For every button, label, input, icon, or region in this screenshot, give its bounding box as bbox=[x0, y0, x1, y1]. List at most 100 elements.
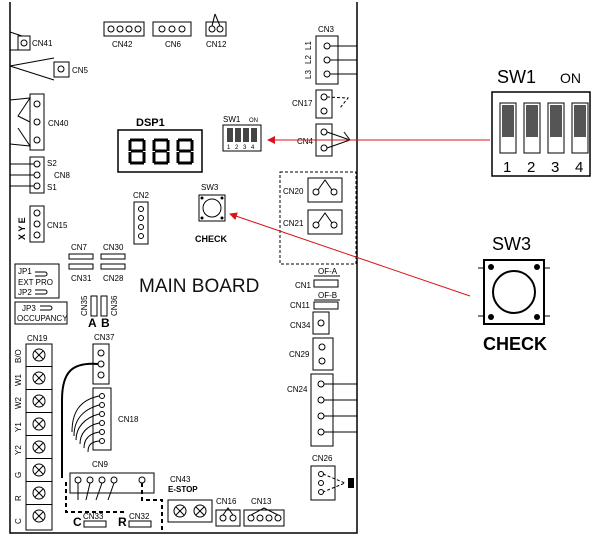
terminal-label: W2 bbox=[14, 396, 23, 409]
sw1-small-pos-2: 2 bbox=[235, 145, 239, 151]
connector-cn33: C CN33 bbox=[73, 512, 107, 529]
connector-cn16: CN16 bbox=[215, 497, 241, 527]
cn33-label: CN33 bbox=[83, 512, 104, 521]
connector-cn9: CN9 bbox=[65, 460, 163, 530]
cn6-label: CN6 bbox=[165, 40, 182, 49]
ext-pro-label: EXT PRO bbox=[18, 278, 53, 287]
board-outline bbox=[9, 2, 358, 534]
jp2-label: JP2 bbox=[18, 288, 32, 297]
terminal-label: C bbox=[14, 518, 23, 524]
connector-cn6: CN6 bbox=[152, 21, 192, 49]
sw1-detail-label: SW1 bbox=[497, 67, 536, 87]
terminal-strip-cn19: CN19 bbox=[25, 334, 53, 531]
cn20-label: CN20 bbox=[283, 187, 304, 196]
sw1-detail-pos-1: 1 bbox=[503, 159, 511, 176]
cn35-label: CN35 bbox=[80, 295, 89, 316]
terminal-screw bbox=[26, 440, 52, 459]
terminal-label: G bbox=[14, 472, 23, 478]
connector-cn11: OF-B CN11 bbox=[290, 291, 340, 310]
terminal-screw bbox=[26, 486, 52, 505]
sw3-small-label: SW3 bbox=[201, 183, 219, 192]
connector-cn1: OF-A CN1 bbox=[295, 267, 340, 290]
cn41-label: CN41 bbox=[32, 39, 53, 48]
sw1-detail-pos-4: 4 bbox=[575, 159, 583, 176]
sw1-detail-pos-2: 2 bbox=[527, 159, 535, 176]
terminal-label: Y1 bbox=[14, 422, 23, 432]
connector-cn26: CN26 bbox=[310, 454, 354, 501]
connector-cn18: CN18 bbox=[71, 387, 139, 453]
terminal-screw bbox=[26, 348, 52, 367]
cn31-label: CN31 bbox=[71, 274, 92, 283]
connector-cn17: CN17 bbox=[292, 89, 350, 119]
ofa-label: OF-A bbox=[318, 267, 338, 276]
connector-cn42: CN42 bbox=[103, 21, 145, 49]
occupancy-label: OCCUPANCY bbox=[17, 314, 68, 323]
cn19-label: CN19 bbox=[27, 334, 48, 343]
cn3-label: CN3 bbox=[318, 25, 335, 34]
sw1-detail-on-label: ON bbox=[560, 70, 581, 86]
terminal-screw bbox=[26, 394, 52, 413]
terminal-screw bbox=[26, 371, 52, 390]
sw1-switch-small: SW1 ON 1 2 3 4 bbox=[222, 115, 262, 152]
cn12-label: CN12 bbox=[206, 40, 227, 49]
ofb-label: OF-B bbox=[318, 291, 337, 300]
jp3-label: JP3 bbox=[22, 304, 36, 313]
cn2-label: CN2 bbox=[133, 191, 150, 200]
connector-cn12: CN12 bbox=[205, 13, 227, 49]
a-label: A bbox=[88, 316, 97, 330]
terminal-label: R bbox=[14, 495, 23, 501]
terminal-label: W1 bbox=[14, 373, 23, 386]
jumper-jp3: JP3 OCCUPANCY bbox=[14, 301, 68, 325]
sw3-button-small: SW3 CHECK bbox=[195, 183, 228, 244]
estop-label: E-STOP bbox=[168, 485, 198, 494]
sw3-detail: SW3 CHECK bbox=[478, 234, 550, 354]
sw1-detail: SW1 ON 1 2 3 4 bbox=[491, 67, 591, 177]
xye-label: X Y E bbox=[17, 217, 27, 240]
terminal-screw bbox=[32, 509, 46, 523]
board-title: MAIN BOARD bbox=[139, 276, 259, 297]
cn30-label: CN30 bbox=[103, 243, 124, 252]
jumper-jp1-jp2: JP1 EXT PRO JP2 bbox=[14, 263, 60, 299]
l3-label: L3 bbox=[304, 70, 313, 79]
cn36-label: CN36 bbox=[110, 295, 119, 316]
cn1-label: CN1 bbox=[295, 281, 312, 290]
cn15-label: CN15 bbox=[47, 221, 68, 230]
sw3-pointer-arrow bbox=[229, 212, 471, 297]
connector-cn41: CN41 bbox=[9, 31, 53, 51]
terminal-screw bbox=[26, 463, 52, 482]
connector-cn2: CN2 bbox=[133, 191, 150, 245]
dsp1-label: DSP1 bbox=[136, 117, 165, 129]
cn28-label: CN28 bbox=[103, 274, 124, 283]
cn29-label: CN29 bbox=[289, 350, 310, 359]
sw1-small-label: SW1 bbox=[223, 115, 241, 124]
connector-cn32: R CN32 bbox=[118, 512, 152, 529]
l1-label: L1 bbox=[304, 41, 313, 50]
cn11-label: CN11 bbox=[290, 301, 310, 310]
cn32-label: CN32 bbox=[129, 512, 150, 521]
connector-cn7-cn31: CN7 CN31 bbox=[68, 243, 94, 283]
cn5-label: CN5 bbox=[72, 66, 89, 75]
connector-group-cn20-cn21: CN20 CN21 bbox=[279, 171, 357, 265]
sw3-detail-check-label: CHECK bbox=[483, 334, 547, 354]
connector-cn30-cn28: CN30 CN28 bbox=[100, 243, 126, 283]
connector-cn8: S2 CN8 S1 bbox=[10, 156, 71, 194]
cn4-label: CN4 bbox=[297, 137, 314, 146]
terminal-screw bbox=[26, 417, 52, 436]
cn8-s1-label: S1 bbox=[47, 183, 57, 192]
sw3-detail-label: SW3 bbox=[492, 234, 531, 254]
connector-cn24: CN24 bbox=[287, 373, 357, 447]
cn18-label: CN18 bbox=[118, 415, 139, 424]
connector-cn5: CN5 bbox=[9, 57, 89, 81]
c-label: C bbox=[73, 515, 82, 529]
sw1-small-pos-4: 4 bbox=[251, 145, 255, 151]
r-label: R bbox=[118, 515, 127, 529]
cn9-label: CN9 bbox=[92, 460, 109, 469]
cn40-label: CN40 bbox=[48, 119, 69, 128]
connector-cn34: CN34 bbox=[290, 311, 330, 335]
display-dsp1: DSP1 bbox=[117, 117, 203, 173]
sw1-small-on-label: ON bbox=[249, 118, 258, 124]
sw1-small-pos-3: 3 bbox=[243, 145, 247, 151]
connector-cn29: CN29 bbox=[289, 337, 334, 371]
cn8-s2-label: S2 bbox=[47, 159, 57, 168]
